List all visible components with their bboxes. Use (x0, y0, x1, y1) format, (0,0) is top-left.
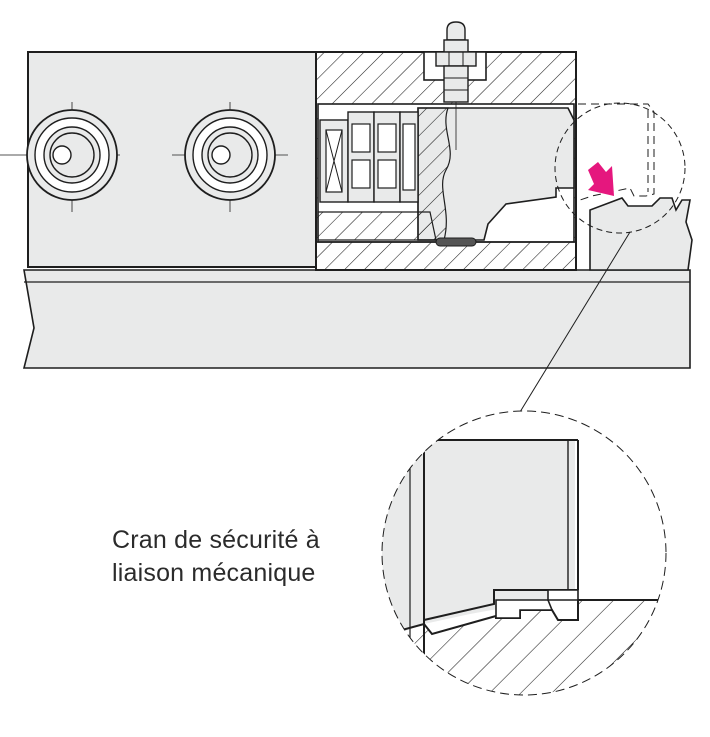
caption-text: Cran de sécurité à liaison mécanique (112, 524, 320, 590)
detail-view (381, 410, 667, 696)
spring-pack (319, 111, 419, 203)
base-rail (22, 269, 691, 369)
counter-part (578, 103, 693, 271)
left-block (0, 51, 317, 268)
bolt-right (172, 102, 288, 212)
caption-line-2: liaison mécanique (112, 559, 316, 587)
bolt-left (0, 102, 120, 212)
caption-line-1: Cran de sécurité à (112, 526, 320, 554)
plunger (317, 80, 575, 247)
grease-nipple-icon (435, 21, 477, 103)
magenta-arrow-icon (588, 162, 614, 196)
detail-leader-line (519, 231, 631, 413)
detail-marker-circle (554, 102, 686, 234)
